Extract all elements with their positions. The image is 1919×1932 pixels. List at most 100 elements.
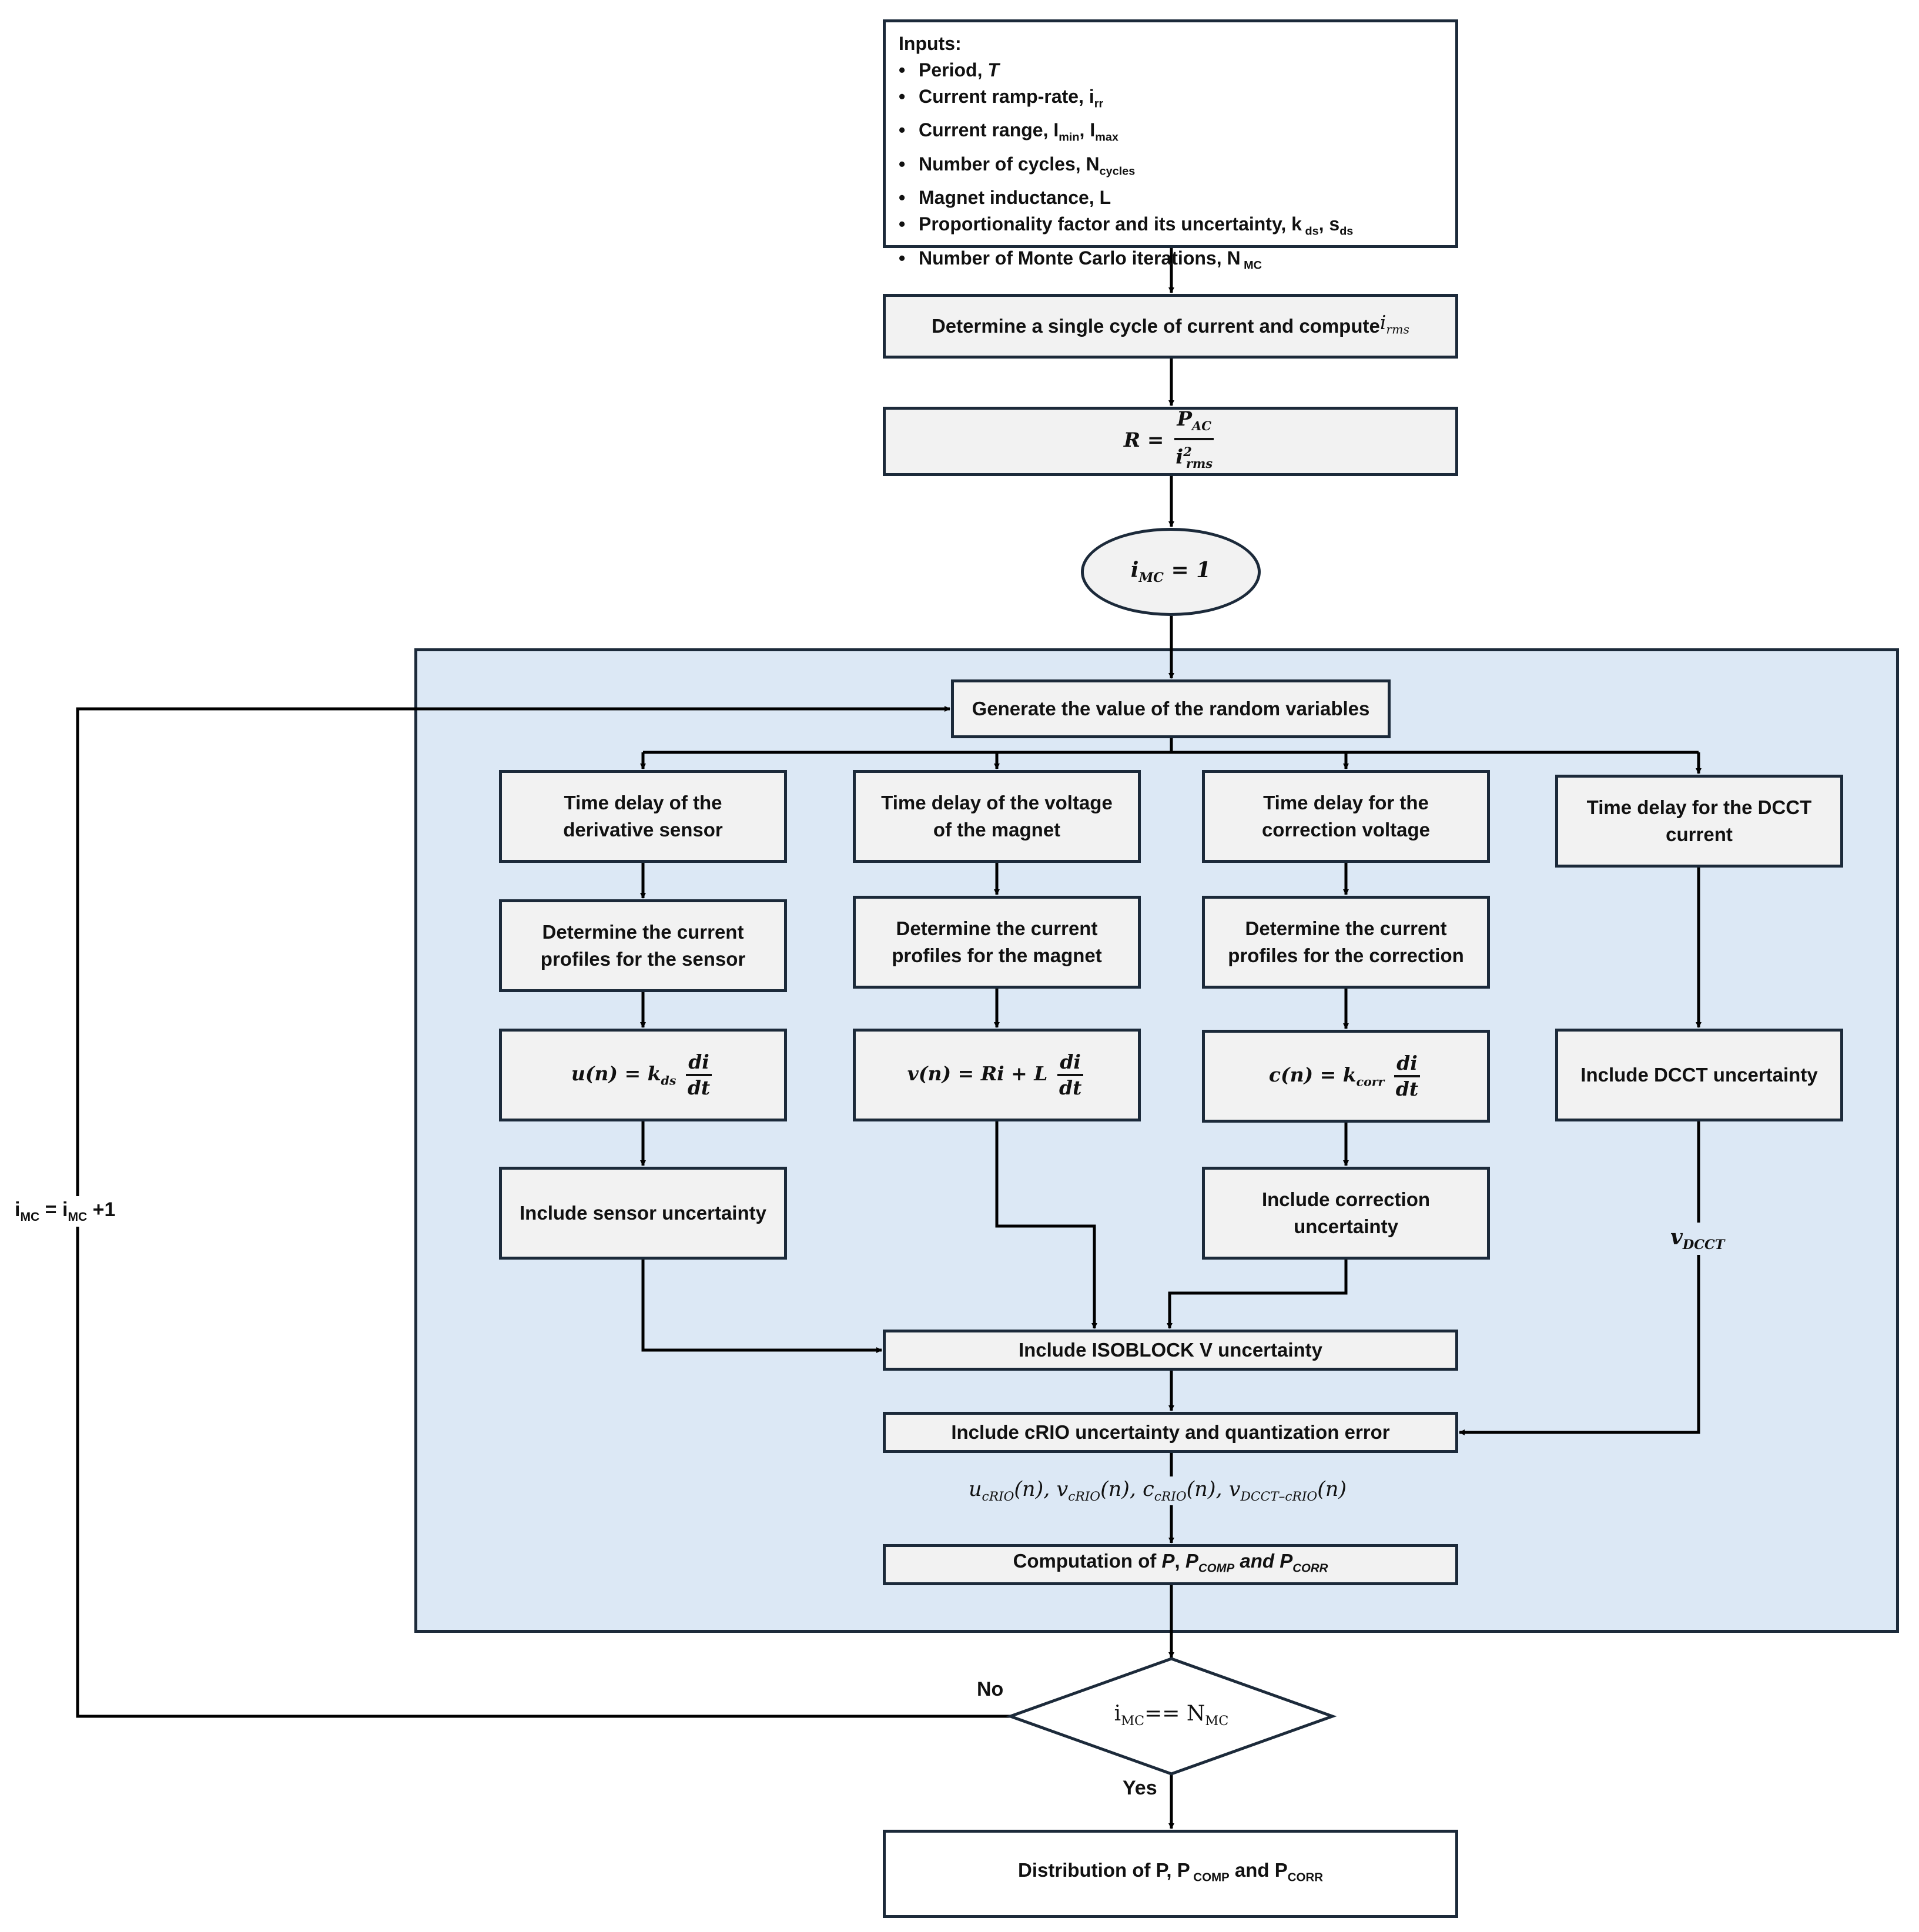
irms-den-sup: 2	[1183, 444, 1192, 459]
imc-symbol: i	[1130, 558, 1139, 583]
dcct-uncertainty-text: Include DCCT uncertainty	[1580, 1064, 1818, 1086]
p-symbol: P	[1161, 1549, 1175, 1572]
no-label: No	[977, 1678, 1004, 1700]
arrow-correction-to-isoblock	[1167, 1260, 1348, 1329]
arrow-sensor-to-isoblock	[641, 1260, 882, 1353]
pcorr-symbol: P	[1280, 1549, 1293, 1572]
result-text: Distribution of P, P	[1018, 1859, 1190, 1881]
arrow-dcct-to-crio	[1459, 1121, 1700, 1435]
vdcct-symbol: v	[1670, 1225, 1683, 1250]
magnet-delay-text: Time delay of the voltage of the magnet	[881, 792, 1113, 841]
correction-uncertainty-text: Include correction uncertainty	[1261, 1188, 1431, 1237]
decision-op: == N	[1144, 1702, 1205, 1726]
magnet-eq-num: di	[1057, 1050, 1083, 1076]
sensor-eq-sub: ds	[661, 1073, 676, 1088]
dcct-delay-text: Time delay for the DCCT current	[1586, 796, 1812, 845]
inc-eq: = i	[39, 1198, 68, 1221]
pac-symbol: P	[1177, 407, 1192, 431]
resistance-box: R = PAC i2rms	[883, 407, 1458, 476]
magnet-eq-lhs: v(n) = Ri + L	[907, 1062, 1048, 1085]
computation-box: Computation of P, PCOMP and PCORR	[883, 1544, 1458, 1585]
correction-profile-text: Determine the current profiles for the c…	[1228, 918, 1464, 966]
inputs-list: Period, TCurrent ramp-rate, irrCurrent r…	[899, 57, 1353, 279]
generate-random-box: Generate the value of the random variabl…	[951, 679, 1391, 738]
result-box: Distribution of P, P COMP and PCORR	[883, 1830, 1458, 1918]
magnet-eq-den: dt	[1059, 1076, 1082, 1099]
input-item: Number of cycles, Ncycles	[899, 151, 1353, 185]
arrow-magnet-to-isoblock	[995, 1121, 1097, 1329]
input-item: Period, T	[899, 57, 1353, 83]
crio-box: Include cRIO uncertainty and quantizatio…	[883, 1412, 1458, 1453]
init-value: = 1	[1163, 558, 1211, 583]
sensor-eq-den: dt	[687, 1076, 711, 1099]
inc-i: i	[15, 1198, 21, 1221]
correction-delay-text: Time delay for the correction voltage	[1261, 792, 1431, 841]
input-item: Proportionality factor and its uncertain…	[899, 211, 1353, 245]
dcct-signal-label: vDCCT	[1667, 1223, 1729, 1255]
input-item: Number of Monte Carlo iterations, N MC	[899, 245, 1353, 279]
sensor-profile-box: Determine the current profiles for the s…	[499, 899, 787, 992]
irms-den-sub: rms	[1185, 456, 1213, 471]
input-item: Current ramp-rate, irr	[899, 83, 1353, 117]
magnet-profile-text: Determine the current profiles for the m…	[892, 918, 1102, 966]
sensor-delay-box: Time delay of the derivative sensor	[499, 770, 787, 863]
pac-subscript: AC	[1191, 418, 1212, 433]
isoblock-text: Include ISOBLOCK V uncertainty	[1018, 1339, 1323, 1361]
result-and: and P	[1229, 1859, 1288, 1881]
pcomp-subscript: COMP	[1198, 1561, 1235, 1575]
determine-cycle-box: Determine a single cycle of current and …	[883, 294, 1458, 359]
irms-subscript: rms	[1386, 322, 1410, 337]
correction-eq-num: di	[1394, 1052, 1420, 1077]
sensor-eq-num: di	[686, 1050, 712, 1076]
sensor-uncertainty-box: Include sensor uncertainty	[499, 1167, 787, 1260]
yes-label: Yes	[1123, 1777, 1157, 1799]
resistance-lhs: R =	[1123, 428, 1171, 452]
computation-text: Computation of	[1013, 1549, 1162, 1572]
isoblock-box: Include ISOBLOCK V uncertainty	[883, 1330, 1458, 1371]
irms-symbol: i	[1379, 311, 1386, 334]
correction-eq-sub: corr	[1356, 1074, 1385, 1089]
inc-rest: +1	[87, 1198, 116, 1221]
decision-imc-sub: MC	[1121, 1713, 1145, 1729]
vdcct-subscript: DCCT	[1682, 1237, 1725, 1253]
sensor-uncertainty-text: Include sensor uncertainty	[520, 1202, 766, 1224]
correction-eq-den: dt	[1395, 1077, 1419, 1100]
decision-nmc-sub: MC	[1205, 1713, 1229, 1729]
magnet-profile-box: Determine the current profiles for the m…	[853, 896, 1141, 989]
sensor-delay-text: Time delay of the derivative sensor	[563, 792, 723, 841]
crio-text: Include cRIO uncertainty and quantizatio…	[951, 1421, 1390, 1443]
correction-delay-box: Time delay for the correction voltage	[1202, 770, 1490, 863]
computation-and: and	[1234, 1549, 1280, 1572]
inputs-title: Inputs:	[899, 33, 962, 54]
inputs-box: Inputs: Period, TCurrent ramp-rate, irrC…	[883, 19, 1458, 272]
init-counter-ellipse: iMC = 1	[1081, 528, 1261, 616]
correction-profile-box: Determine the current profiles for the c…	[1202, 896, 1490, 989]
decision-imc: i	[1114, 1702, 1121, 1726]
magnet-delay-box: Time delay of the voltage of the magnet	[853, 770, 1141, 863]
pcorr-subscript: CORR	[1292, 1561, 1328, 1575]
inc-i2-sub: MC	[68, 1210, 88, 1224]
decision-condition: iMC== NMC	[1093, 1702, 1250, 1729]
input-item: Current range, Imin, Imax	[899, 117, 1353, 150]
pcomp-symbol: P	[1185, 1549, 1198, 1572]
crio-signals-label: ucRIO(n), vcRIO(n), ccRIO(n), vDCCT–cRIO…	[964, 1476, 1352, 1505]
dcct-uncertainty-box: Include DCCT uncertainty	[1555, 1029, 1843, 1121]
generate-text: Generate the value of the random variabl…	[972, 698, 1370, 719]
resistance-fraction: PAC i2rms	[1173, 407, 1215, 476]
result-sub: COMP	[1190, 1870, 1230, 1884]
determine-cycle-text: Determine a single cycle of current and …	[931, 315, 1380, 337]
input-item: Magnet inductance, L	[899, 185, 1353, 211]
irms-den-symbol: i	[1175, 445, 1184, 469]
computation-sep: ,	[1174, 1549, 1185, 1572]
dcct-delay-box: Time delay for the DCCT current	[1555, 775, 1843, 868]
correction-uncertainty-box: Include correction uncertainty	[1202, 1167, 1490, 1260]
imc-subscript: MC	[1138, 570, 1164, 586]
sensor-eq-lhs: u(n) = k	[571, 1062, 661, 1085]
increment-label: iMC = iMC +1	[15, 1196, 116, 1227]
correction-eq-lhs: c(n) = k	[1268, 1063, 1357, 1086]
inc-i-sub: MC	[20, 1210, 40, 1224]
